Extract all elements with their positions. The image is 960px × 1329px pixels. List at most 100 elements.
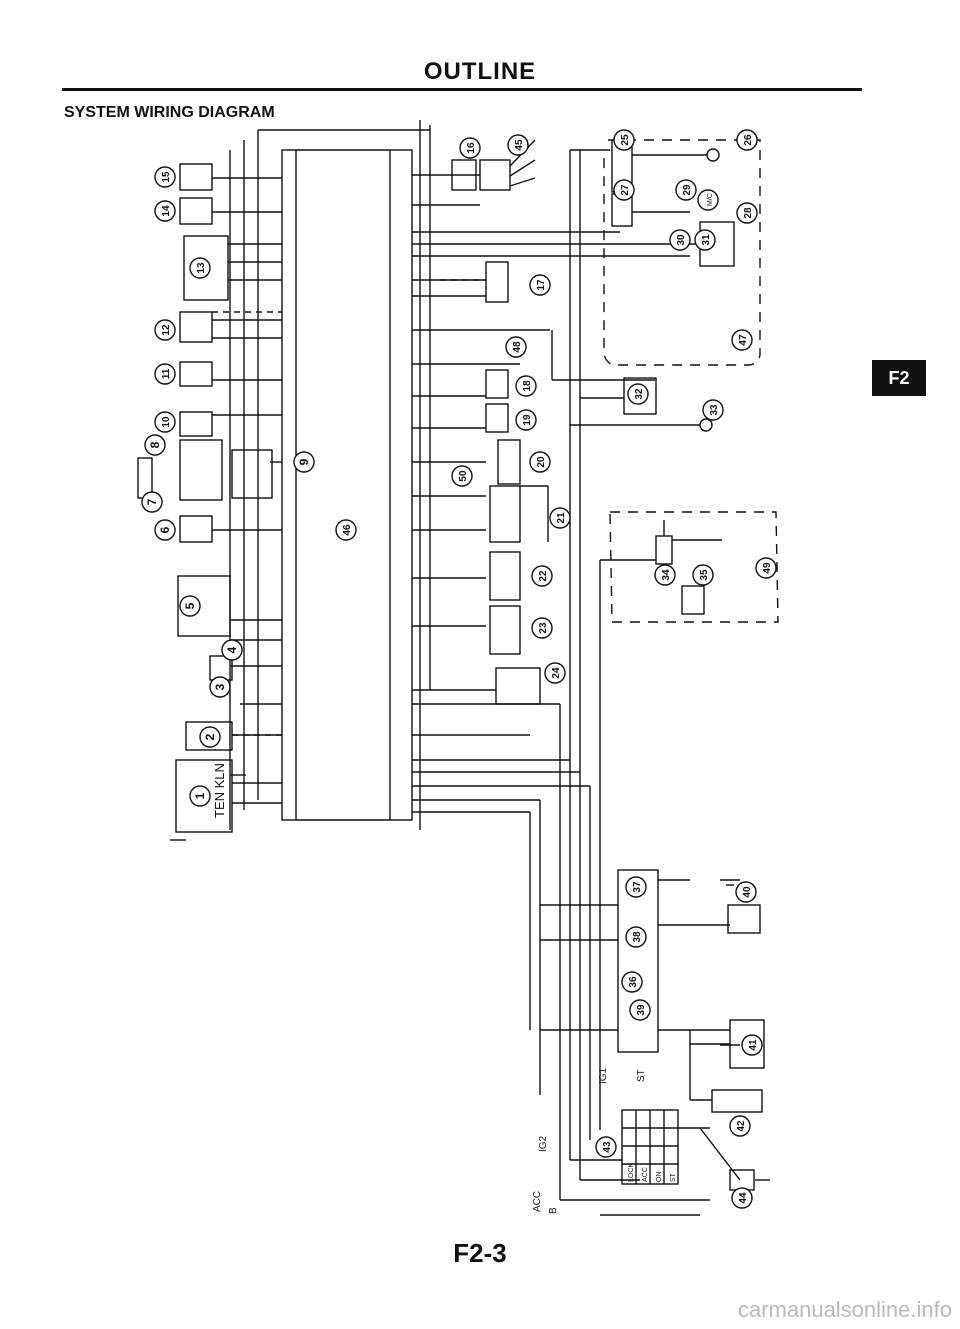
component-callout-16: 16 — [459, 137, 481, 159]
component-callout-11: 11 — [154, 363, 176, 385]
callout-circle — [154, 166, 176, 188]
callout-number: 8 — [148, 441, 162, 448]
component-callout-36: 36 — [621, 971, 643, 993]
callout-number: 39 — [636, 1004, 647, 1016]
component-callouts: 1234567891011121314151617181920212223242… — [141, 129, 777, 1209]
ten-kln-label: TEN KLN — [212, 763, 227, 818]
component-callout-35: 35 — [692, 564, 714, 586]
callout-circle — [515, 409, 537, 431]
component-callout-45: 45 — [507, 134, 529, 156]
callout-number: 46 — [342, 524, 353, 536]
callout-number: 15 — [161, 171, 172, 183]
callout-circle — [702, 399, 724, 421]
callout-number: 47 — [738, 334, 749, 346]
callout-circle — [549, 507, 571, 529]
component-callout-37: 37 — [625, 876, 647, 898]
callout-number: 9 — [297, 458, 311, 465]
callout-circle — [627, 383, 649, 405]
callout-number: 33 — [709, 404, 720, 416]
component-callout-26: 26 — [736, 129, 758, 151]
callout-circle — [595, 1136, 617, 1158]
component-callout-27: 27 — [613, 179, 635, 201]
callout-circle — [179, 595, 201, 617]
callout-number: 30 — [676, 234, 687, 246]
component-callout-5: 5 — [179, 595, 201, 617]
callout-circle — [154, 319, 176, 341]
switch-position-st: ST — [670, 1172, 677, 1182]
callout-number: 49 — [762, 562, 773, 574]
callout-number: 22 — [538, 570, 549, 582]
component-callout-33: 33 — [702, 399, 724, 421]
callout-circle — [694, 229, 716, 251]
callout-number: 38 — [632, 931, 643, 943]
callout-number: 6 — [158, 526, 172, 533]
component-callout-48: 48 — [505, 336, 527, 358]
component-callout-39: 39 — [629, 999, 651, 1021]
component-callout-31: 31 — [694, 229, 716, 251]
component-callout-38: 38 — [625, 926, 647, 948]
callout-number: 41 — [748, 1039, 759, 1051]
component-callout-32: 32 — [627, 383, 649, 405]
callout-number: 37 — [632, 881, 643, 893]
mc-label: M/C — [707, 193, 714, 206]
callout-circle — [505, 336, 527, 358]
callout-circle — [221, 639, 243, 661]
callout-circle — [189, 257, 211, 279]
callout-circle — [755, 557, 777, 579]
component-callout-10: 10 — [154, 411, 176, 433]
callout-circle — [154, 363, 176, 385]
callout-circle — [544, 662, 566, 684]
callout-number: 14 — [161, 205, 172, 217]
component-callout-49: 49 — [755, 557, 777, 579]
component-callout-17: 17 — [529, 274, 551, 296]
callout-number: 4 — [225, 646, 239, 653]
callout-number: 20 — [536, 456, 547, 468]
callout-circle — [692, 564, 714, 586]
watermark: carmanualsonline.info — [737, 1297, 952, 1322]
callout-number: 35 — [699, 569, 710, 581]
terminal-labels: TEN KLN IG1 ST IG2 ACC B M/C LOCK ACC ON… — [212, 193, 714, 1214]
callout-circle — [669, 229, 691, 251]
section-tab[interactable]: F2 — [872, 360, 926, 396]
callout-number: 18 — [522, 380, 533, 392]
callout-number: 44 — [738, 1192, 749, 1204]
component-callout-42: 42 — [729, 1115, 751, 1137]
component-callout-25: 25 — [613, 129, 635, 151]
callout-number: 31 — [701, 234, 712, 246]
callout-circle — [209, 676, 231, 698]
callout-circle — [154, 519, 176, 541]
component-callout-19: 19 — [515, 409, 537, 431]
callout-circle — [529, 451, 551, 473]
callout-number: 2 — [203, 733, 217, 740]
callout-number: 11 — [161, 368, 172, 379]
callout-circle — [735, 881, 757, 903]
switch-position-lock: LOCK — [628, 1163, 635, 1182]
component-callout-15: 15 — [154, 166, 176, 188]
st-label: ST — [636, 1069, 647, 1082]
callout-number: 34 — [661, 569, 672, 581]
callout-circle — [293, 451, 315, 473]
callout-circle — [154, 411, 176, 433]
callout-circle — [613, 179, 635, 201]
callout-number: 16 — [466, 142, 477, 154]
callout-number: 26 — [743, 134, 754, 146]
component-callout-12: 12 — [154, 319, 176, 341]
component-callout-14: 14 — [154, 200, 176, 222]
component-callout-20: 20 — [529, 451, 551, 473]
component-callout-6: 6 — [154, 519, 176, 541]
callout-circle — [451, 465, 473, 487]
callout-circle — [621, 971, 643, 993]
callout-circle — [625, 876, 647, 898]
wiring-lines — [137, 120, 779, 1216]
section-title: SYSTEM WIRING DIAGRAM — [64, 104, 275, 121]
component-callout-4: 4 — [221, 639, 243, 661]
callout-circle — [731, 1187, 753, 1209]
callout-number: 17 — [536, 279, 547, 291]
callout-circle — [729, 1115, 751, 1137]
b-label: B — [548, 1207, 559, 1214]
ig2-label: IG2 — [538, 1135, 549, 1152]
header-rule — [62, 88, 862, 91]
callout-number: 25 — [620, 134, 631, 146]
component-callout-46: 46 — [335, 519, 357, 541]
